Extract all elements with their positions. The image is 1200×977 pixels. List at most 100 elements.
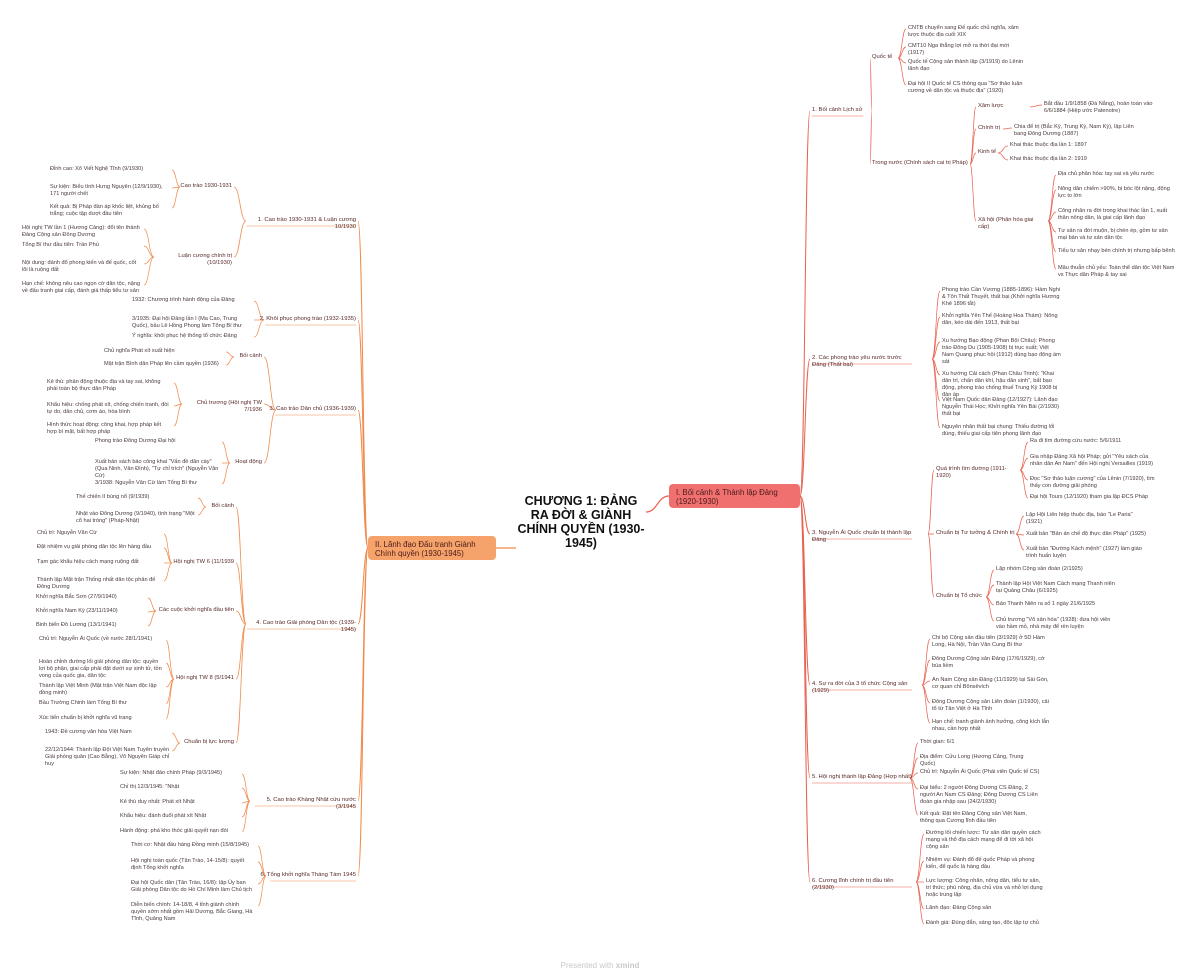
right-leaf[interactable]: Chia để trị (Bắc Kỳ, Trung Kỳ, Nam Kỳ), … [1014, 124, 1134, 137]
right-leaf[interactable]: Thành lập Hội Việt Nam Cách mạng Thanh n… [996, 581, 1115, 594]
right-leaf[interactable]: CNTB chuyển sang Đế quốc chủ nghĩa, xâm … [908, 25, 1019, 38]
right-leaf[interactable]: Xu hướng Bạo động (Phan Bội Châu): Phong… [942, 338, 1061, 365]
undefined[interactable]: Khởi nghĩa Nam Kỳ (23/11/1940) [36, 608, 118, 614]
undefined[interactable]: Nội dung: đánh đổ phong kiến và đế quốc,… [22, 260, 137, 273]
right-subtopic[interactable]: Chuẩn bị Tổ chức [936, 593, 982, 599]
undefined[interactable]: Thế chiến II bùng nổ (9/1939) [76, 494, 150, 500]
right-leaf[interactable]: Tư sản ra đời muộn, bị chèn ép, gồm tư s… [1058, 228, 1168, 241]
undefined[interactable]: Chủ trì: Nguyễn Văn Cừ [37, 530, 98, 536]
main-topic-right[interactable]: I. Bối cảnh & Thành lập Đảng (1920-1930) [669, 484, 800, 508]
left-subtopic[interactable]: Bối cảnh [239, 353, 262, 359]
right-leaf[interactable]: CMT10 Nga thắng lợi mở ra thời đại mới (… [908, 43, 1010, 56]
right-leaf[interactable]: An Nam Cộng sản Đảng (11/1929) tại Sài G… [932, 677, 1049, 690]
left-subtopic[interactable]: Hội nghị TW 6 (11/1939 [173, 559, 234, 565]
undefined[interactable]: Khởi nghĩa Bắc Sơn (27/9/1940) [36, 594, 117, 600]
undefined[interactable]: Tạm gác khẩu hiệu cách mạng ruộng đất [37, 559, 139, 565]
right-leaf[interactable]: Kết quả: Đặt tên Đảng Cộng sản Việt Nam,… [920, 811, 1027, 824]
right-leaf[interactable]: Mâu thuẫn chủ yếu: Toàn thể dân tộc Việt… [1058, 265, 1175, 278]
right-leaf[interactable]: Xuất bản "Bản án chế độ thực dân Pháp" (… [1026, 531, 1146, 537]
right-section[interactable]: 3. Nguyễn Ái Quốc chuẩn bị thành lập Đản… [812, 530, 912, 543]
right-subtopic[interactable]: Chính trị [978, 125, 1000, 131]
undefined[interactable]: Chỉ thị 12/3/1945: "Nhật [120, 784, 180, 790]
undefined[interactable]: Diễn biến chính: 14-18/8, 4 tỉnh giành c… [131, 902, 253, 922]
undefined[interactable]: Xuất bản sách báo công khai "Vấn đề dân … [95, 459, 219, 479]
right-leaf[interactable]: Hạn chế: tranh giành ảnh hưởng, công kíc… [932, 719, 1050, 732]
right-leaf[interactable]: Quốc tế Cộng sản thành lập (3/1919) do L… [908, 59, 1024, 72]
right-leaf[interactable]: Địa chủ phân hóa: tay sai và yêu nước [1058, 171, 1155, 177]
right-subtopic[interactable]: Kinh tế [978, 149, 997, 155]
undefined[interactable]: 1932: Chương trình hành động của Đảng [132, 297, 235, 303]
left-section[interactable]: 5. Cao trào Kháng Nhật cứu nước (3/1945 [266, 797, 356, 810]
right-leaf[interactable]: Tiểu tư sản nhạy bén chính trị nhưng bấp… [1058, 248, 1175, 254]
right-leaf[interactable]: Nhiệm vụ: Đánh đổ đế quốc Pháp và phong … [926, 857, 1035, 870]
undefined[interactable]: Kẻ thù: phản động thuộc địa và tay sai, … [47, 379, 161, 392]
undefined[interactable]: Chủ nghĩa Phát xít xuất hiện [104, 348, 175, 354]
right-leaf[interactable]: Công nhân ra đời trong khai thác lần 1, … [1058, 208, 1168, 221]
right-leaf[interactable]: Phong trào Cần Vương (1885-1896): Hàm Ng… [942, 287, 1061, 307]
undefined[interactable]: Hạn chế: không nêu cao ngọn cờ dân tộc, … [22, 281, 141, 294]
right-leaf[interactable]: Ra đi tìm đường cứu nước: 5/6/1911 [1030, 438, 1122, 444]
undefined[interactable]: Đặt nhiệm vụ giải phóng dân tộc lên hàng… [37, 544, 152, 550]
left-subtopic[interactable]: Hoạt động [235, 459, 262, 465]
undefined[interactable]: Thời cơ: Nhật đầu hàng Đồng minh (15/8/1… [131, 842, 250, 848]
undefined[interactable]: Khẩu hiệu: đánh đuổi phát xít Nhật [120, 813, 207, 819]
right-leaf[interactable]: Nguyên nhân thất bại chung: Thiếu đường … [942, 424, 1055, 437]
right-subtopic[interactable]: Quốc tế [872, 54, 893, 60]
right-leaf[interactable]: Khởi nghĩa Yên Thế (Hoàng Hoa Thám): Nôn… [942, 313, 1058, 326]
right-section[interactable]: 2. Các phong trào yêu nước trước Đảng (T… [812, 355, 902, 368]
left-section[interactable]: 6. Tổng khởi nghĩa Tháng Tám 1945 [260, 872, 356, 878]
central-topic[interactable]: CHƯƠNG 1: ĐẢNG RA ĐỜI & GIÀNH CHÍNH QUYỀ… [517, 494, 645, 550]
right-leaf[interactable]: Nông dân chiếm >90%, bị bóc lột nặng, độ… [1058, 186, 1170, 199]
right-leaf[interactable]: Đại hội Tours (12/1920) tham gia lập ĐCS… [1030, 494, 1149, 500]
right-leaf[interactable]: Khai thác thuộc địa lần 1: 1897 [1010, 142, 1087, 148]
right-subtopic[interactable]: Xã hội (Phân hóa giai cấp) [978, 217, 1034, 230]
undefined[interactable]: Mặt trận Bình dân Pháp lên cầm quyền (19… [104, 361, 219, 367]
right-leaf[interactable]: Đông Dương Cộng sản Đảng (17/6/1929), cờ… [932, 656, 1045, 669]
right-leaf[interactable]: Lãnh đạo: Đảng Cộng sản [926, 905, 992, 911]
right-leaf[interactable]: Thời gian: 6/1 [920, 739, 955, 745]
undefined[interactable]: Hội nghị TW lần 1 (Hương Cảng): đổi tên … [22, 225, 140, 238]
undefined[interactable]: Kết quả: Bị Pháp đàn áp khốc liệt, khủng… [50, 204, 159, 217]
right-section[interactable]: 4. Sự ra đời của 3 tổ chức Cộng sản (192… [812, 681, 908, 694]
undefined[interactable]: 1943: Đề cương văn hóa Việt Nam [45, 729, 132, 735]
right-leaf[interactable]: Lực lượng: Công nhân, nông dân, tiểu tư … [926, 878, 1043, 898]
right-subtopic[interactable]: Quá trình tìm đường (1911-1920) [936, 466, 1007, 479]
left-subtopic[interactable]: Các cuộc khởi nghĩa đầu tiên [158, 607, 234, 613]
left-section[interactable]: 3. Cao trào Dân chủ (1936-1939) [269, 406, 356, 412]
left-section[interactable]: 1. Cao trào 1930-1931 & Luận cương 10/19… [257, 217, 356, 230]
right-section[interactable]: 6. Cương lĩnh chính trị đầu tiên (2/1930… [812, 878, 894, 891]
right-leaf[interactable]: Đại hội II Quốc tế CS thông qua "Sơ thảo… [908, 81, 1023, 94]
right-subtopic[interactable]: Trong nước (Chính sách cai trị Pháp) [872, 160, 968, 166]
undefined[interactable]: Tổng Bí thư đầu tiên: Trần Phú [22, 242, 99, 248]
right-leaf[interactable]: Đông Dương Cộng sản Liên đoàn (1/1930), … [932, 699, 1049, 712]
undefined[interactable]: Hoàn chỉnh đường lối giải phóng dân tộc:… [39, 659, 162, 679]
left-subtopic[interactable]: Chuẩn bị lực lượng [184, 739, 234, 745]
left-section[interactable]: 2. Khôi phục phong trào (1932-1935) [259, 316, 356, 322]
undefined[interactable]: Chủ trì: Nguyễn Ái Quốc (về nước 28/1/19… [39, 636, 153, 642]
right-leaf[interactable]: Việt Nam Quốc dân Đảng (12/1927): Lãnh đ… [942, 397, 1059, 417]
undefined[interactable]: 3/1935: Đại hội Đảng lần I (Ma Cao, Trun… [132, 316, 242, 329]
right-leaf[interactable]: Lập Hội Liên hiệp thuộc địa, báo "Le Par… [1026, 512, 1133, 525]
left-subtopic[interactable]: Bối cảnh [211, 503, 234, 509]
right-leaf[interactable]: Chủ trì: Nguyễn Ái Quốc (Phái viên Quốc … [920, 769, 1040, 775]
undefined[interactable]: Khẩu hiệu: chống phát xít, chống chiến t… [47, 402, 169, 415]
right-leaf[interactable]: Đường lối chiến lược: Tư sản dân quyền c… [926, 830, 1041, 850]
right-leaf[interactable]: Chủ trương "Vô sản hóa" (1928): đưa hội … [996, 617, 1111, 630]
right-subtopic[interactable]: Xâm lược [978, 103, 1004, 109]
undefined[interactable]: Binh biến Đô Lương (13/1/1941) [36, 622, 117, 628]
undefined[interactable]: 3/1938: Nguyễn Văn Cừ làm Tổng Bí thư [95, 480, 197, 486]
undefined[interactable]: Hội nghị toàn quốc (Tân Trào, 14-15/8): … [131, 858, 245, 871]
undefined[interactable]: 22/12/1944: Thành lập Đội Việt Nam Tuyên… [45, 747, 170, 767]
undefined[interactable]: Ý nghĩa: khôi phục hệ thống tổ chức Đảng [132, 333, 237, 339]
undefined[interactable]: Sự kiện: Nhật đảo chính Pháp (9/3/1945) [120, 770, 223, 776]
left-subtopic[interactable]: Cao trào 1930-1931 [180, 183, 232, 189]
undefined[interactable]: Hành động: phá kho thóc giải quyết nạn đ… [120, 828, 228, 834]
undefined[interactable]: Phong trào Đông Dương Đại hội [95, 438, 176, 444]
undefined[interactable]: Đại hội Quốc dân (Tân Trào, 16/8): lập Ủ… [131, 880, 252, 893]
right-leaf[interactable]: Gia nhập Đảng Xã hội Pháp; gửi "Yêu sách… [1030, 454, 1153, 467]
undefined[interactable]: Đỉnh cao: Xô Viết Nghệ Tĩnh (9/1930) [50, 166, 144, 172]
left-section[interactable]: 4. Cao trào Giải phóng Dân tộc (1939-194… [256, 620, 356, 633]
undefined[interactable]: Hình thức hoạt động: công khai, hợp pháp… [47, 422, 162, 435]
left-subtopic[interactable]: Chủ trương (Hội nghị TW 7/1936 [196, 400, 262, 413]
right-section[interactable]: 5. Hội nghị thành lập Đảng (Hợp nhất) [812, 774, 912, 780]
